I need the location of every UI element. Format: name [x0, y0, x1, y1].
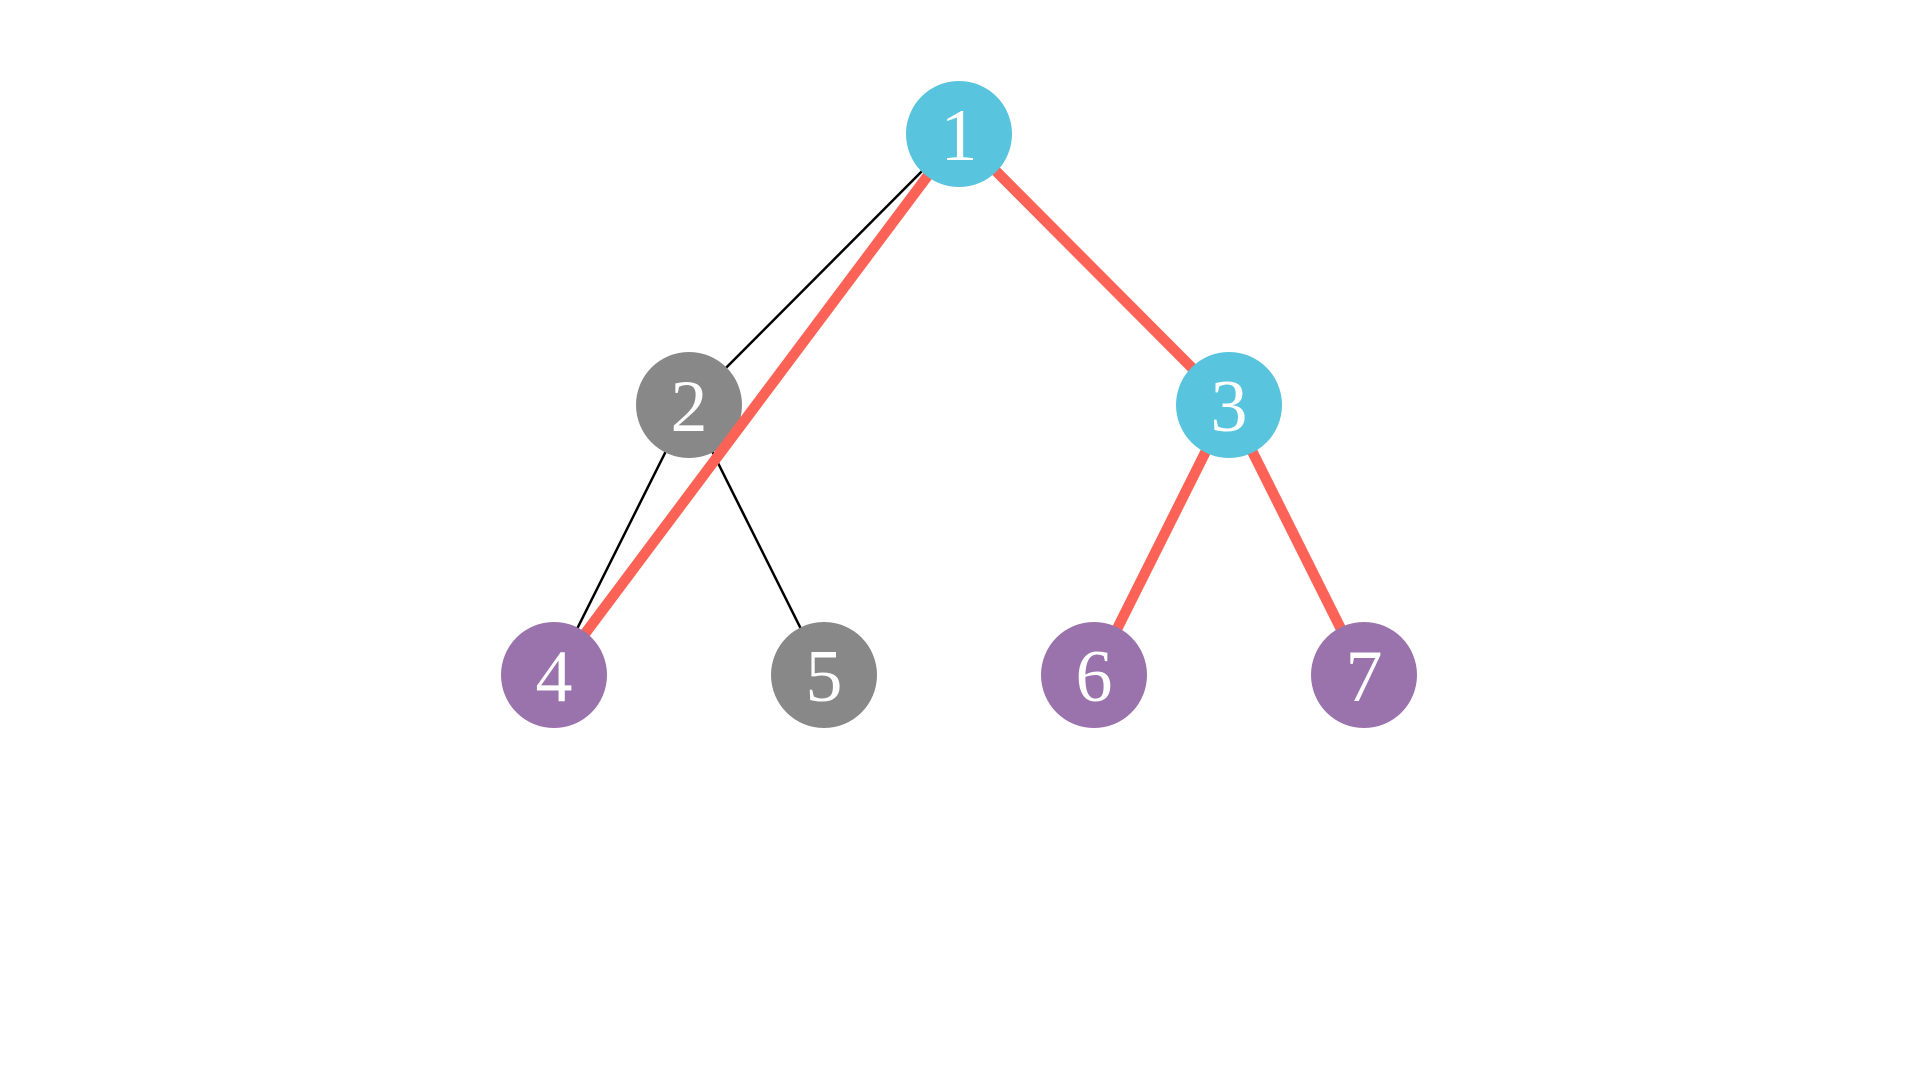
tree-node-5: 5	[771, 622, 877, 728]
tree-node-4: 4	[501, 622, 607, 728]
tree-node-1-label: 1	[941, 95, 978, 177]
tree-node-5-label: 5	[806, 636, 843, 718]
tree-node-1-circle	[906, 81, 1012, 187]
tree-node-2: 2	[636, 352, 742, 458]
tree-edge-1-4-highlighted	[549, 130, 964, 679]
tree-node-3-label: 3	[1211, 366, 1248, 448]
tree-node-5-circle	[771, 622, 877, 728]
tree-node-2-circle	[636, 352, 742, 458]
tree-node-3: 3	[1176, 352, 1282, 458]
tree-edge-1-2	[688, 133, 960, 406]
tree-node-6-label: 6	[1076, 636, 1113, 718]
tree-node-2-label: 2	[671, 366, 708, 448]
tree-node-7-circle	[1311, 622, 1417, 728]
tree-node-6-circle	[1041, 622, 1147, 728]
tree-node-7: 7	[1311, 622, 1417, 728]
tree-edge-1-3-highlighted	[955, 130, 1233, 409]
tree-node-6: 6	[1041, 622, 1147, 728]
tree-node-3-circle	[1176, 352, 1282, 458]
tree-node-4-circle	[501, 622, 607, 728]
tree-node-4-label: 4	[536, 636, 573, 718]
tree-node-7-label: 7	[1346, 636, 1383, 718]
tree-node-1: 1	[906, 81, 1012, 187]
